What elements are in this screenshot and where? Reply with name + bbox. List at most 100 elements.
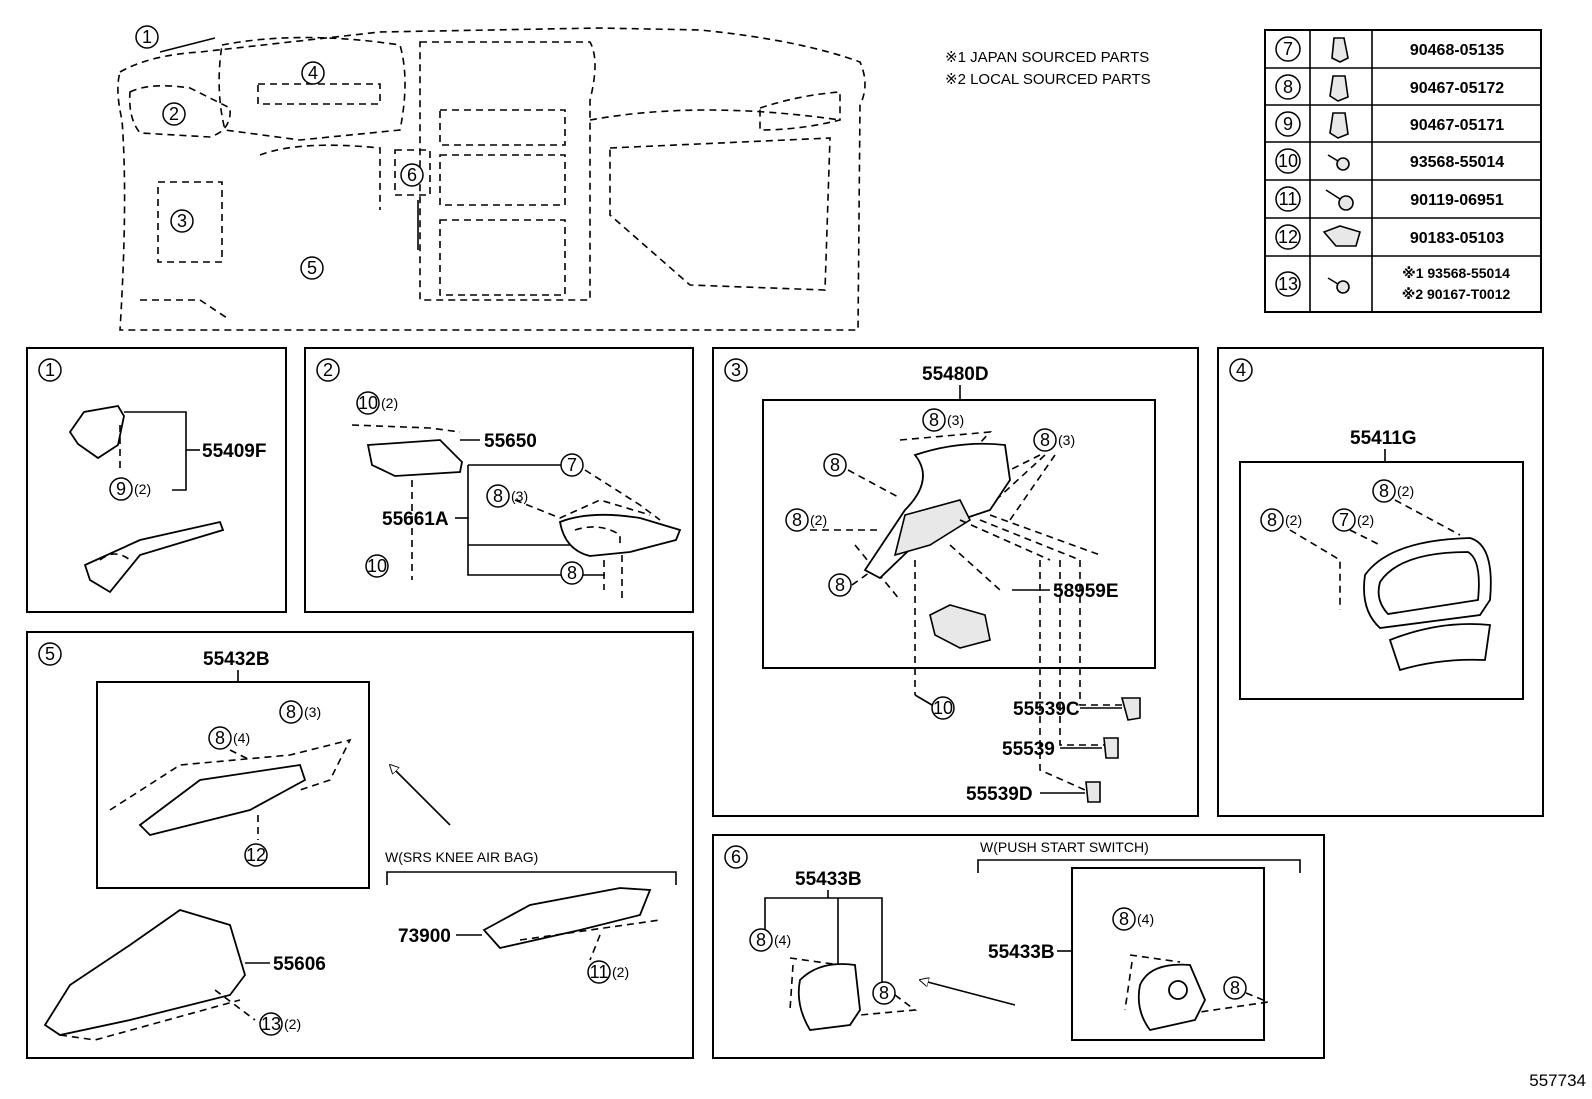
fastener-ref: 12 <box>246 845 266 865</box>
fastener-ref: 11 <box>590 962 609 982</box>
fastener-table: 7 8 9 10 11 12 13 90468-05135 90467-0517… <box>1264 29 1542 313</box>
fastener-ref: 8 <box>493 486 503 506</box>
panel-6: 6 55433B 8 (4) 8 W(PUSH START SWITCH) 55… <box>712 834 1325 1059</box>
callout-circle <box>301 61 325 85</box>
fastener-qty: (3) <box>304 704 321 720</box>
screw-icon <box>1327 154 1350 171</box>
fastener-ref: 8 <box>879 983 889 1003</box>
nut-clip-icon <box>1322 225 1361 247</box>
table-ref-11: 11 <box>1279 189 1298 209</box>
note-japan-sourced: ※1 JAPAN SOURCED PARTS <box>945 49 1149 66</box>
fastener-ref: 8 <box>1230 978 1240 998</box>
fastener-qty: (4) <box>774 932 791 948</box>
panel-number: 1 <box>45 360 55 380</box>
table-ref-8: 8 <box>1283 77 1293 97</box>
fastener-qty: (4) <box>233 730 250 746</box>
panel-number: 6 <box>731 847 741 867</box>
table-ref-9: 9 <box>1283 114 1293 134</box>
fastener-qty: (2) <box>284 1016 301 1032</box>
panel-number: 3 <box>731 360 741 380</box>
fastener-qty: (2) <box>612 964 629 980</box>
overview-callouts: 1 2 3 4 5 6 <box>135 25 424 280</box>
part-number: 73900 <box>398 926 451 947</box>
fastener-qty: (2) <box>810 512 827 528</box>
fastener-ref: 8 <box>1119 909 1129 929</box>
overview-callout-3: 3 <box>177 211 187 231</box>
fastener-ref: 8 <box>1267 510 1277 530</box>
screw-icon <box>1327 277 1350 294</box>
diagram-id: 557734 <box>1529 1071 1586 1090</box>
fastener-ref: 7 <box>567 455 577 475</box>
callout-circle <box>135 25 159 49</box>
fastener-qty: (2) <box>381 395 398 411</box>
overview-callout-4: 4 <box>308 63 318 83</box>
part-number: 55539C <box>1013 699 1080 720</box>
panel-3: 3 55480D 8 (3) 8 (3) 8 8 (2) 8 58959E 10… <box>712 347 1199 817</box>
part-number: 55661A <box>382 509 449 530</box>
table-part-no-japan: ※1 93568-55014 <box>1402 265 1510 281</box>
overview-callout-5: 5 <box>307 258 317 278</box>
panel-number: 4 <box>1236 360 1246 380</box>
fastener-ref: 8 <box>215 728 225 748</box>
fastener-ref: 8 <box>756 930 766 950</box>
fastener-ref: 13 <box>261 1014 281 1034</box>
part-number: 55433B <box>795 869 862 890</box>
fastener-ref: 8 <box>567 563 577 583</box>
fastener-qty: (2) <box>1397 483 1414 499</box>
fastener-ref: 9 <box>116 479 126 499</box>
variant-label: W(SRS KNEE AIR BAG) <box>385 849 538 865</box>
fastener-ref: 8 <box>286 702 296 722</box>
callout-circle <box>300 256 324 280</box>
fastener-ref: 10 <box>933 698 953 718</box>
note-local-sourced: ※2 LOCAL SOURCED PARTS <box>945 71 1151 88</box>
part-number: 55606 <box>273 954 326 975</box>
table-ref-13: 13 <box>1278 274 1298 294</box>
clip-icon <box>1329 112 1349 139</box>
fastener-ref: 8 <box>792 510 802 530</box>
fastener-qty: (2) <box>1285 512 1302 528</box>
table-ref-7: 7 <box>1283 39 1293 59</box>
fastener-qty: (3) <box>947 412 964 428</box>
fastener-qty: (2) <box>1357 512 1374 528</box>
fastener-ref: 7 <box>1339 510 1349 530</box>
fastener-ref: 10 <box>367 556 387 576</box>
bolt-icon <box>1325 189 1354 211</box>
part-number: 55539D <box>966 784 1033 805</box>
direction-arrow <box>920 980 1016 1006</box>
overview-callout-6: 6 <box>407 165 417 185</box>
table-part-no: 90467-05171 <box>1410 117 1504 134</box>
callout-circle <box>162 102 186 126</box>
table-part-no: 90119-06951 <box>1410 192 1504 209</box>
fastener-ref: 10 <box>358 393 378 413</box>
fastener-ref: 8 <box>1379 481 1389 501</box>
panel-1: 1 55409F 9 (2) <box>26 347 287 613</box>
callout-circle <box>170 209 194 233</box>
part-number: 55409F <box>202 441 266 462</box>
fastener-ref: 8 <box>830 455 840 475</box>
dashboard-overview <box>117 27 866 331</box>
clip-icon <box>1331 37 1349 63</box>
panel-2: 2 10 (2) 55650 55661A 7 8 (3) 8 10 <box>304 347 694 613</box>
clip-icon <box>1329 75 1349 102</box>
fastener-ref: 8 <box>929 410 939 430</box>
callout-circle <box>400 163 424 187</box>
panel-number: 2 <box>323 360 333 380</box>
part-number: 55480D <box>922 364 989 385</box>
table-ref-12: 12 <box>1278 227 1298 247</box>
part-number: 55650 <box>484 431 537 452</box>
panel-5: 5 55432B 8 (3) 8 (4) 12 W(SRS KNEE AIR B… <box>26 631 694 1059</box>
table-part-no: 90467-05172 <box>1410 80 1504 97</box>
variant-label: W(PUSH START SWITCH) <box>980 839 1149 855</box>
fastener-qty: (2) <box>134 481 151 497</box>
fastener-qty: (3) <box>1058 432 1075 448</box>
part-number: 58959E <box>1053 581 1119 602</box>
panel-4: 4 55411G 8 (2) 8 (2) 7 (2) <box>1217 347 1544 817</box>
table-part-no: 93568-55014 <box>1410 154 1504 171</box>
fastener-ref: 8 <box>835 575 845 595</box>
fastener-qty: (4) <box>1137 911 1154 927</box>
table-ref-10: 10 <box>1278 151 1298 171</box>
table-part-no-local: ※2 90167-T0012 <box>1402 286 1511 302</box>
fastener-ref: 8 <box>1040 430 1050 450</box>
part-number: 55432B <box>203 649 270 670</box>
